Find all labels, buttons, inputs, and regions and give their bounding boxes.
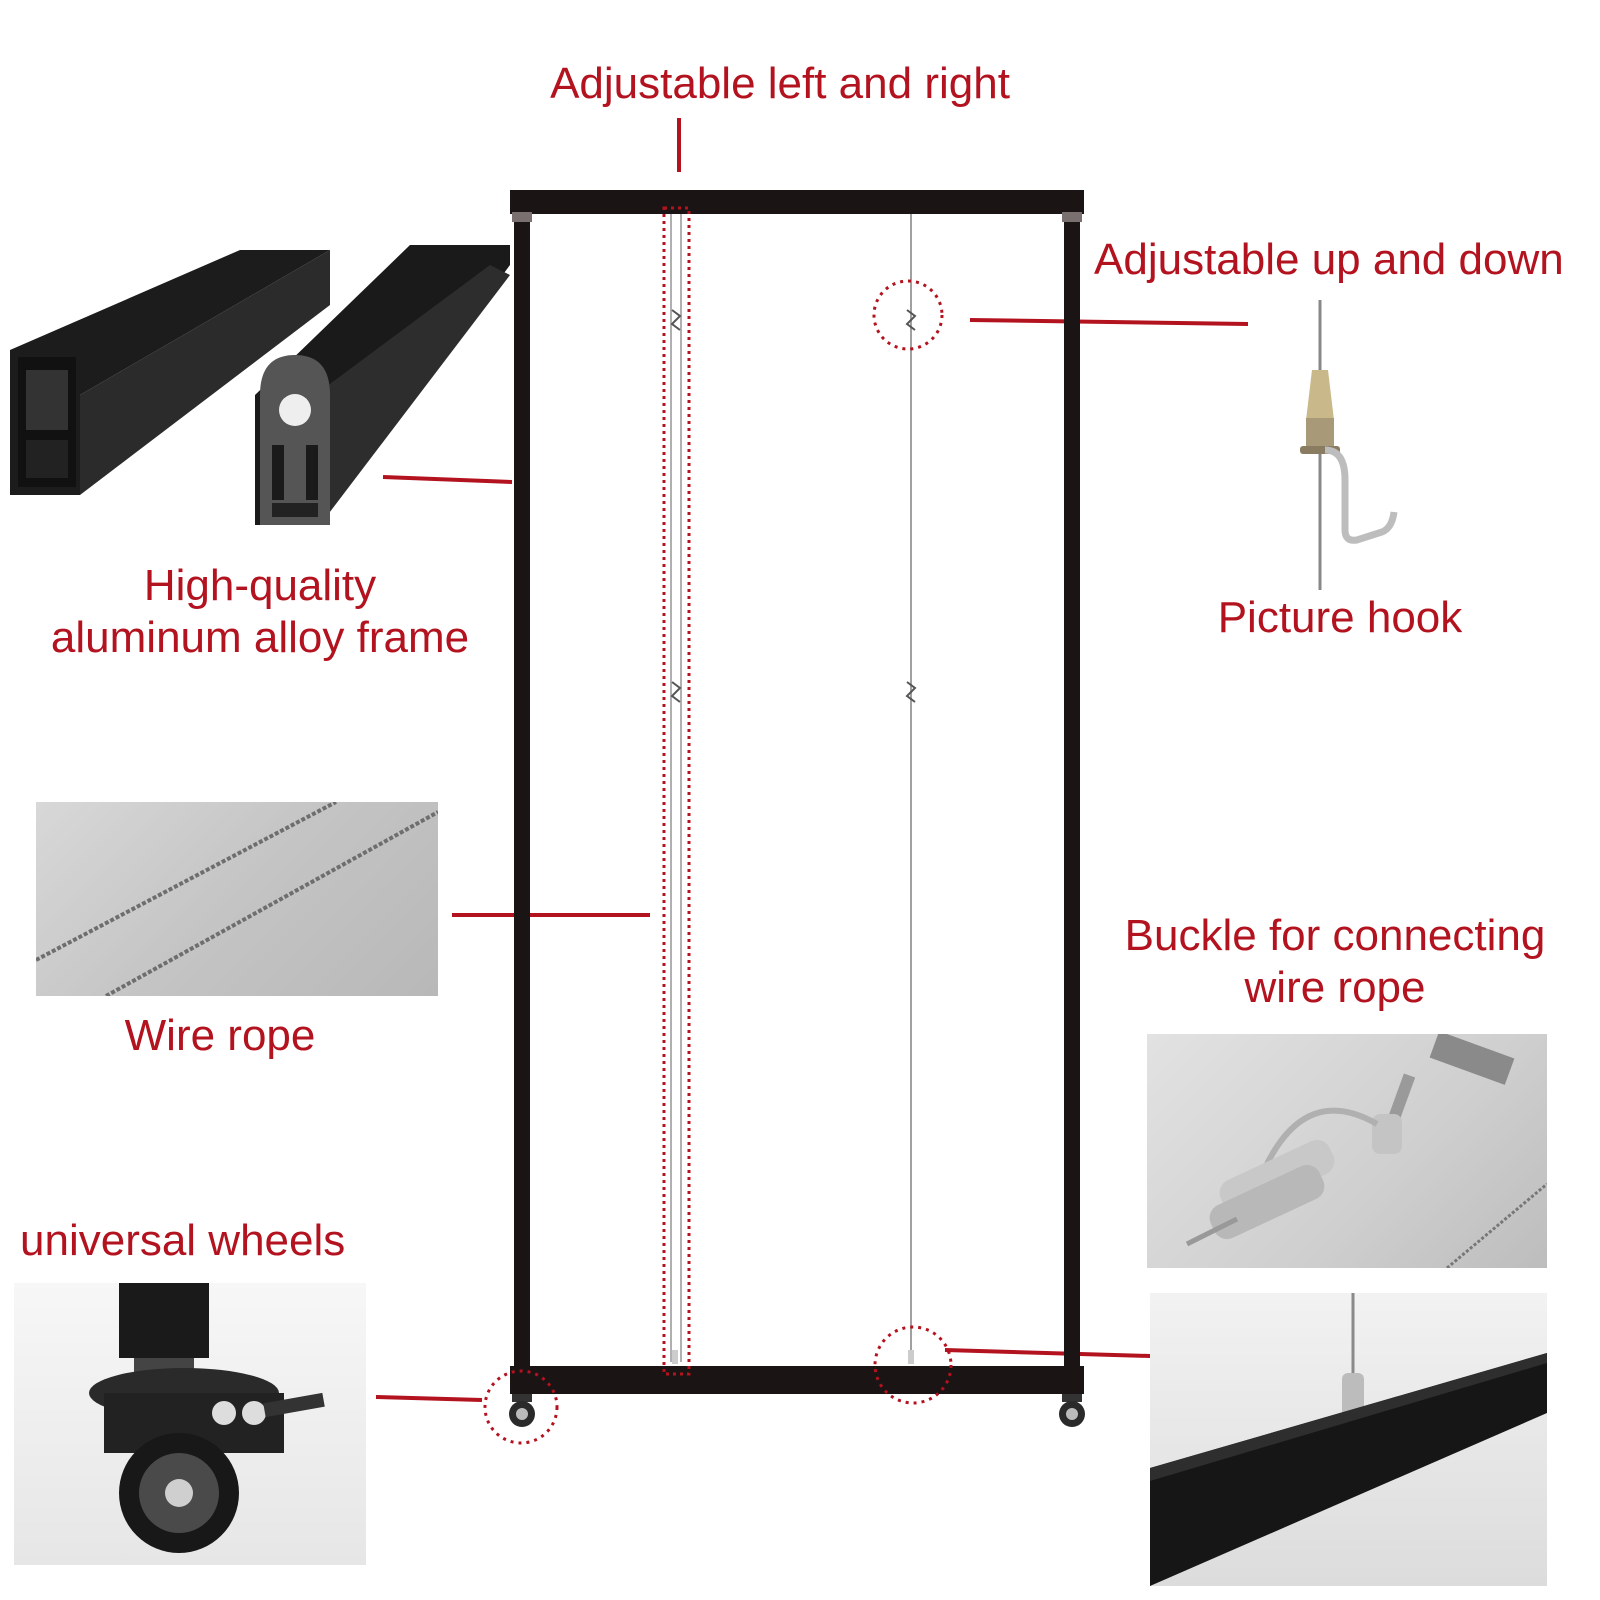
- leader-line-adjustable-ud: [969, 318, 1249, 326]
- frame-top-bar: [510, 190, 1084, 214]
- highlight-circle-hook: [872, 279, 944, 351]
- label-buckle-line1: Buckle for connecting: [1124, 911, 1546, 960]
- left-wire-highlight-box: [662, 206, 691, 1376]
- leader-line-buckle: [944, 1348, 1151, 1358]
- label-aluminum-frame: High-quality aluminum alloy frame: [20, 560, 500, 664]
- frame-wheels: [509, 1394, 1085, 1427]
- buckle-on-frame-icon: [1150, 1293, 1547, 1586]
- picture-hook-icon: [1290, 300, 1410, 590]
- wire-rope-icon: [36, 802, 438, 996]
- label-picture-hook: Picture hook: [1217, 593, 1463, 642]
- leader-line-wheels: [375, 1395, 483, 1402]
- label-buckle: Buckle for connecting wire rope: [1100, 910, 1570, 1014]
- highlight-circle-buckle: [873, 1325, 953, 1405]
- label-wire-rope: Wire rope: [124, 1011, 316, 1060]
- label-buckle-line2: wire rope: [1244, 963, 1426, 1012]
- stand-frame: [510, 190, 1084, 1394]
- caster-wheel-icon: [14, 1283, 366, 1565]
- frame-right-post: [1064, 222, 1080, 1372]
- buckle-icon: [1147, 1034, 1547, 1268]
- left-wire-rope: [670, 214, 682, 1362]
- aluminum-profile-icon: [10, 245, 510, 535]
- label-frame-line1: High-quality: [143, 561, 377, 610]
- label-adjustable-up-down: Adjustable up and down: [1094, 235, 1564, 284]
- highlight-circle-wheel: [483, 1369, 559, 1445]
- label-adjustable-left-right: Adjustable left and right: [550, 59, 1010, 108]
- label-universal-wheels: universal wheels: [20, 1216, 346, 1265]
- frame-bottom-bar: [510, 1366, 1084, 1394]
- wire-hooks: [670, 309, 917, 1364]
- leader-line-frame: [382, 475, 513, 484]
- frame-left-post: [514, 222, 530, 1372]
- label-frame-line2: aluminum alloy frame: [50, 613, 470, 662]
